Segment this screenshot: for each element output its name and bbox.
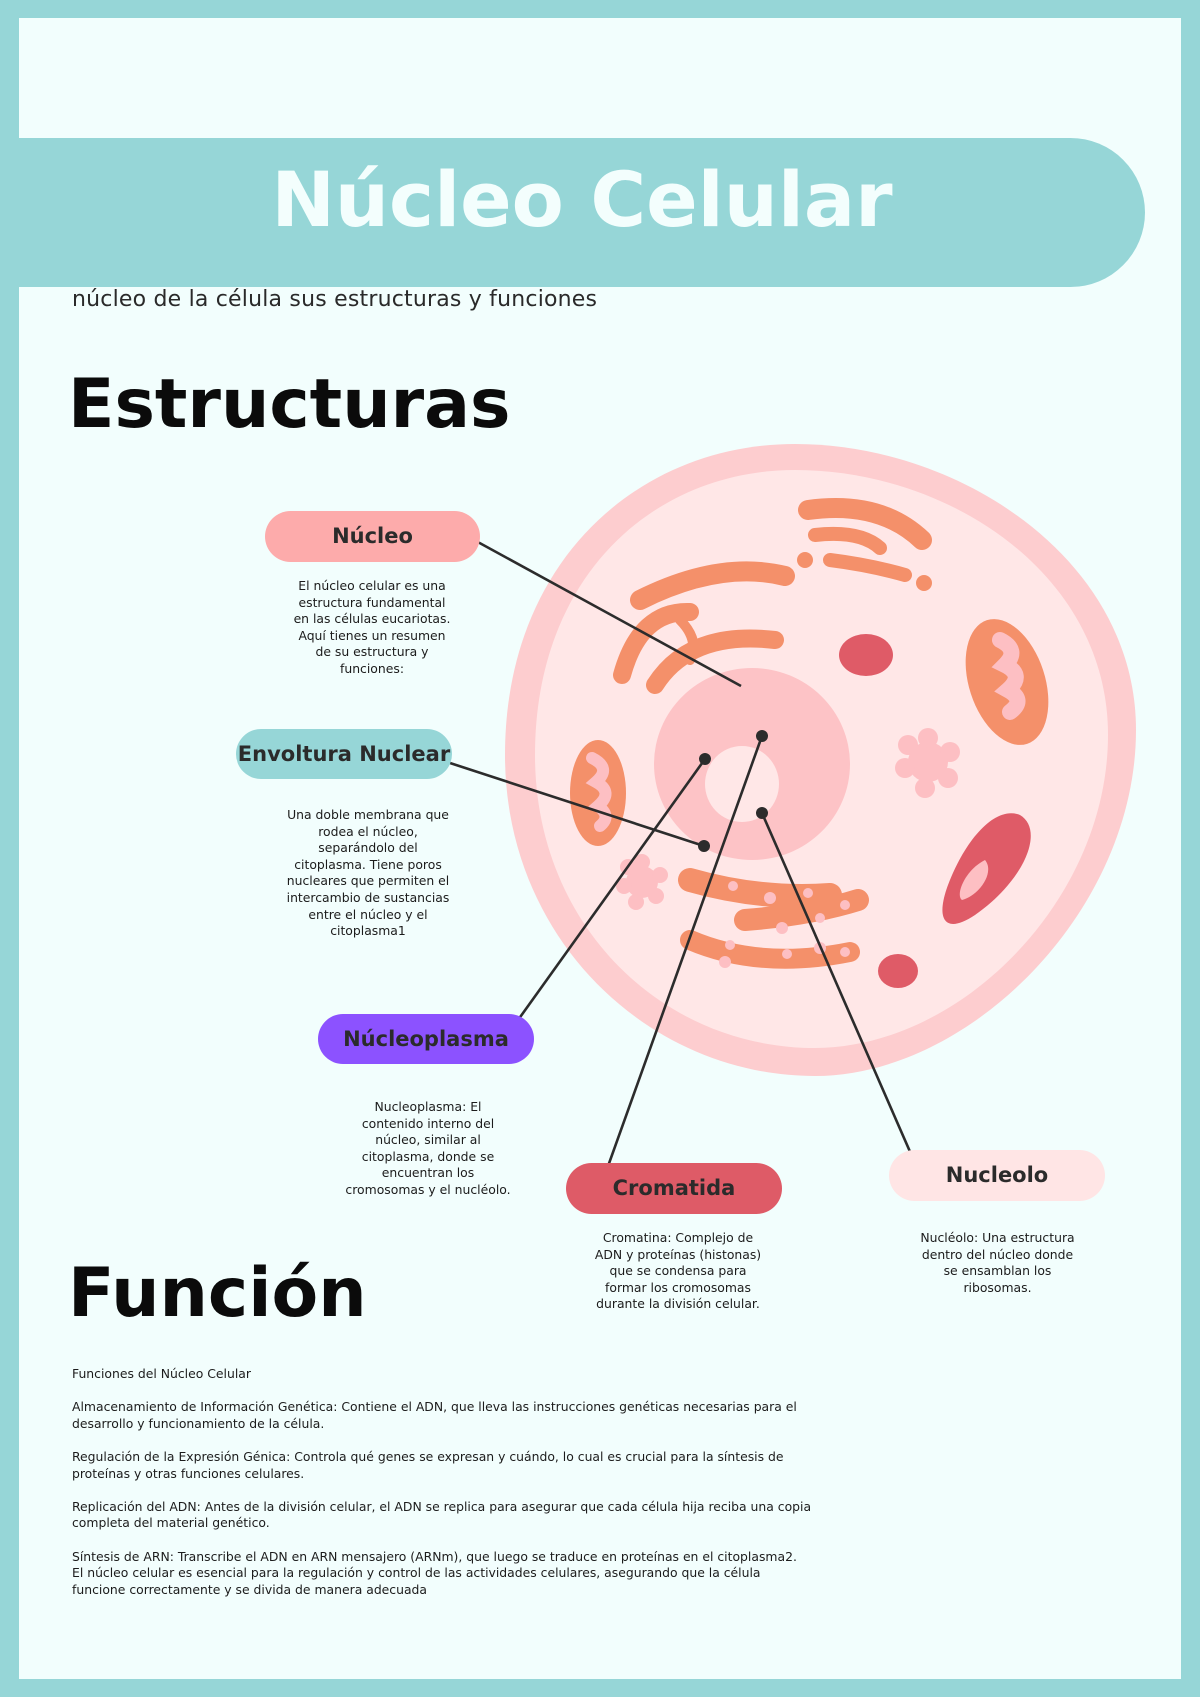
function-item: Replicación del ADN: Antes de la divisió…	[72, 1498, 812, 1531]
description-cromatida: Cromatina: Complejo de ADN y proteínas (…	[594, 1230, 762, 1312]
label-envoltura-nuclear: Envoltura Nuclear	[236, 729, 452, 779]
function-intro: Funciones del Núcleo Celular	[72, 1366, 251, 1381]
title-banner	[19, 138, 1145, 287]
description-nucleolo: Nucléolo: Una estructura dentro del núcl…	[920, 1230, 1075, 1295]
label-nucleoplasma: Núcleoplasma	[318, 1014, 534, 1064]
vesicle	[878, 954, 918, 988]
endoplasmic-reticulum	[613, 561, 795, 694]
function-heading: Función	[68, 1254, 367, 1333]
connector-lines	[449, 533, 920, 1184]
label-nucleolo: Nucleolo	[889, 1150, 1105, 1201]
label-cromatida: Cromatida	[566, 1163, 782, 1214]
nucleolus	[705, 746, 779, 822]
page-title: Núcleo Celular	[271, 155, 893, 244]
label-nucleo: Núcleo	[265, 511, 480, 562]
function-text: Funciones del Núcleo Celular Almacenamie…	[72, 1366, 812, 1615]
golgi-apparatus	[798, 498, 932, 582]
vesicle	[839, 634, 893, 676]
centrosome	[895, 728, 960, 798]
function-item: Síntesis de ARN: Transcribe el ADN en AR…	[72, 1548, 797, 1597]
page-subtitle: núcleo de la célula sus estructuras y fu…	[72, 287, 598, 312]
description-envoltura-nuclear: Una doble membrana que rodea el núcleo, …	[286, 807, 450, 939]
description-nucleoplasma: Nucleoplasma: El contenido interno del n…	[345, 1099, 511, 1197]
function-item: Almacenamiento de Información Genética: …	[72, 1399, 797, 1431]
structures-heading: Estructuras	[68, 365, 511, 444]
mitochondrion	[570, 740, 626, 846]
function-item: Regulación de la Expresión Génica: Contr…	[72, 1448, 784, 1481]
description-nucleo: El núcleo celular es una estructura fund…	[293, 578, 451, 676]
